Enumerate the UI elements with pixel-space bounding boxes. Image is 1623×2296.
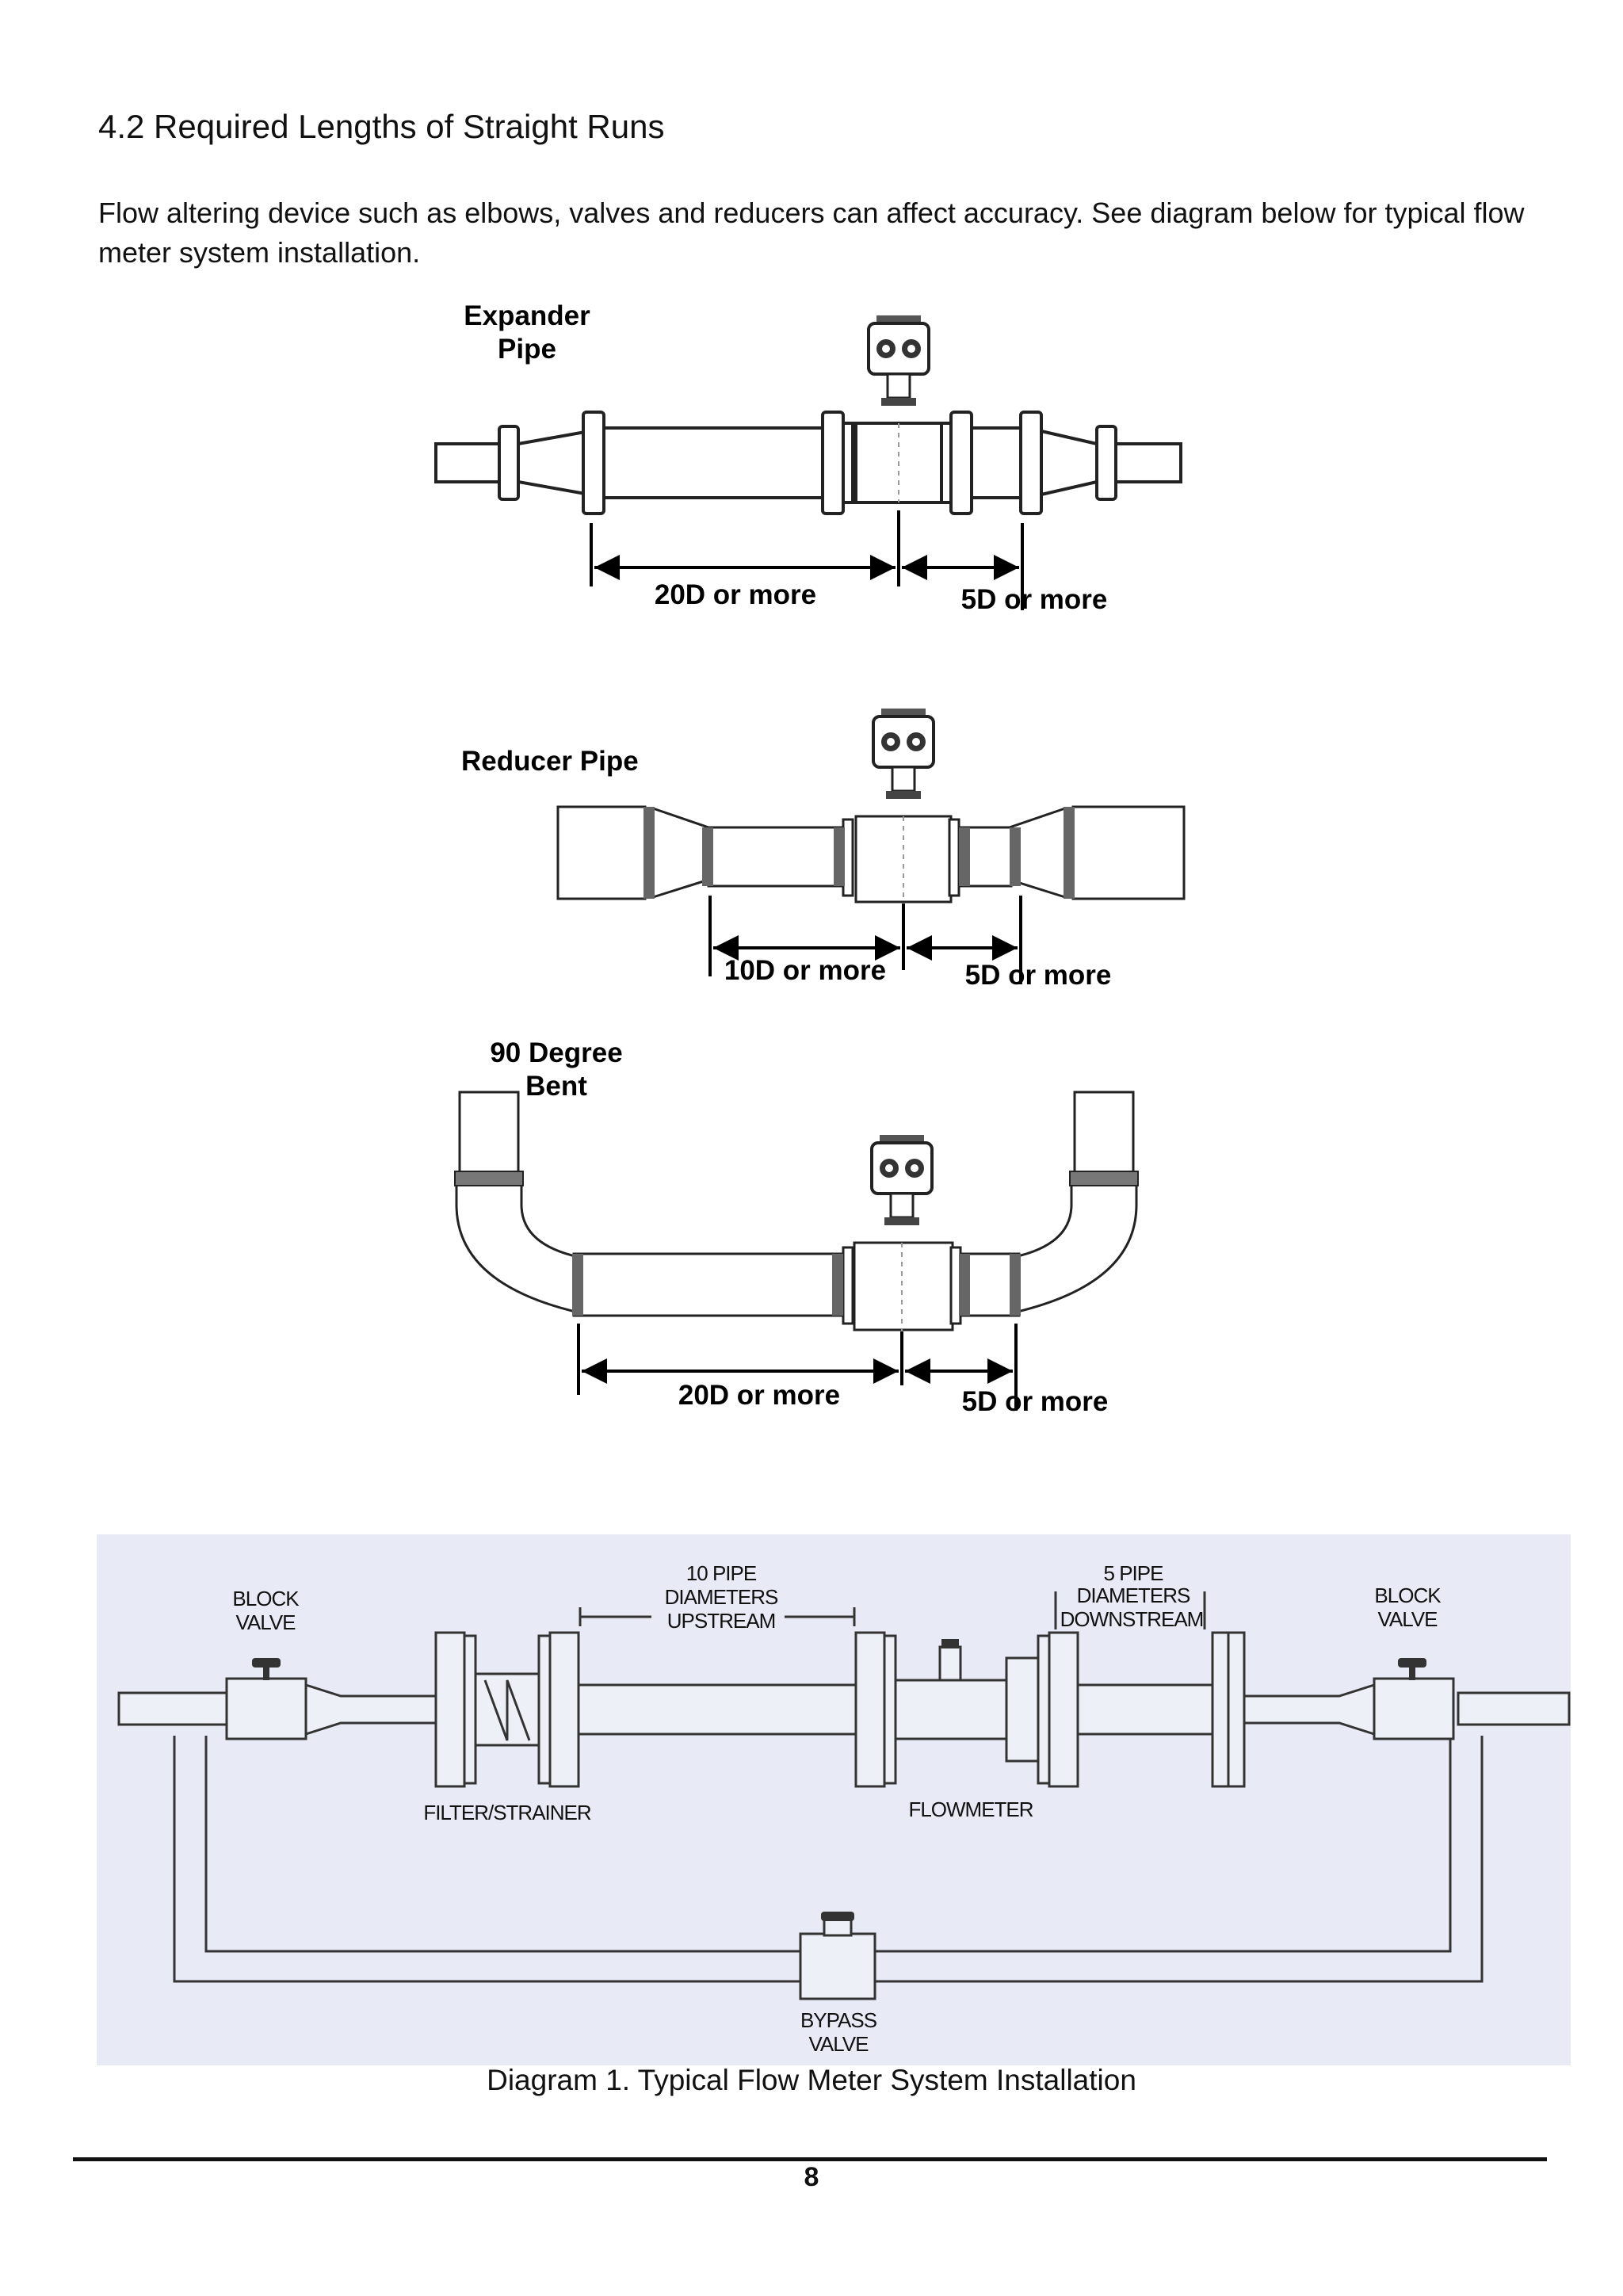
reducer-downstream-label: 5D or more	[965, 960, 1112, 991]
downstream-line2: DIAMETERS	[1077, 1584, 1190, 1607]
bypass-valve-line2: VALVE	[809, 2032, 869, 2056]
diagram-caption: Diagram 1. Typical Flow Meter System Ins…	[487, 2064, 1136, 2096]
reducer-pipe-figure: Reducer Pipe 10D or more 5D or m	[461, 707, 1186, 991]
bypass-valve-line1: BYPASS	[800, 2008, 877, 2032]
expander-pipe-figure: Expander Pipe 20D or more 5D or more	[434, 300, 1182, 615]
page-number: 8	[804, 2162, 819, 2192]
bend-upstream-label: 20D or more	[678, 1380, 840, 1411]
expander-downstream-label: 5D or more	[961, 584, 1108, 615]
downstream-line3: DOWNSTREAM	[1060, 1607, 1204, 1631]
filter-strainer-label: FILTER/STRAINER	[423, 1801, 591, 1824]
downstream-line1: 5 PIPE	[1104, 1561, 1164, 1585]
expander-title-line1: Expander	[464, 300, 590, 331]
bend-pipe-figure: 90 Degree Bent 20D or	[454, 1037, 1139, 1417]
reducer-title: Reducer Pipe	[461, 746, 639, 777]
section-heading: 4.2 Required Lengths of Straight Runs	[98, 108, 665, 145]
block-valve-left-line2: VALVE	[236, 1610, 296, 1634]
intro-paragraph: Flow altering device such as elbows, val…	[98, 197, 1525, 269]
block-valve-right-line2: VALVE	[1378, 1607, 1438, 1631]
block-valve-left-line1: BLOCK	[232, 1587, 300, 1610]
upstream-line1: 10 PIPE	[686, 1561, 757, 1585]
expander-title-line2: Pipe	[498, 334, 556, 365]
reducer-upstream-label: 10D or more	[724, 955, 886, 986]
upstream-line3: UPSTREAM	[667, 1609, 775, 1633]
flowmeter-label: FLOWMETER	[908, 1797, 1033, 1821]
upstream-line2: DIAMETERS	[665, 1585, 778, 1609]
footer-rule	[73, 2157, 1547, 2161]
expander-upstream-label: 20D or more	[655, 579, 816, 610]
bend-downstream-label: 5D or more	[962, 1386, 1109, 1417]
block-valve-right-line1: BLOCK	[1374, 1584, 1442, 1607]
bend-title-line2: Bent	[525, 1071, 587, 1102]
system-installation-figure: BLOCK VALVE 10 PIPE DIAMETERS UPSTREAM 5…	[117, 1561, 1571, 2056]
bend-title-line1: 90 Degree	[490, 1037, 622, 1068]
